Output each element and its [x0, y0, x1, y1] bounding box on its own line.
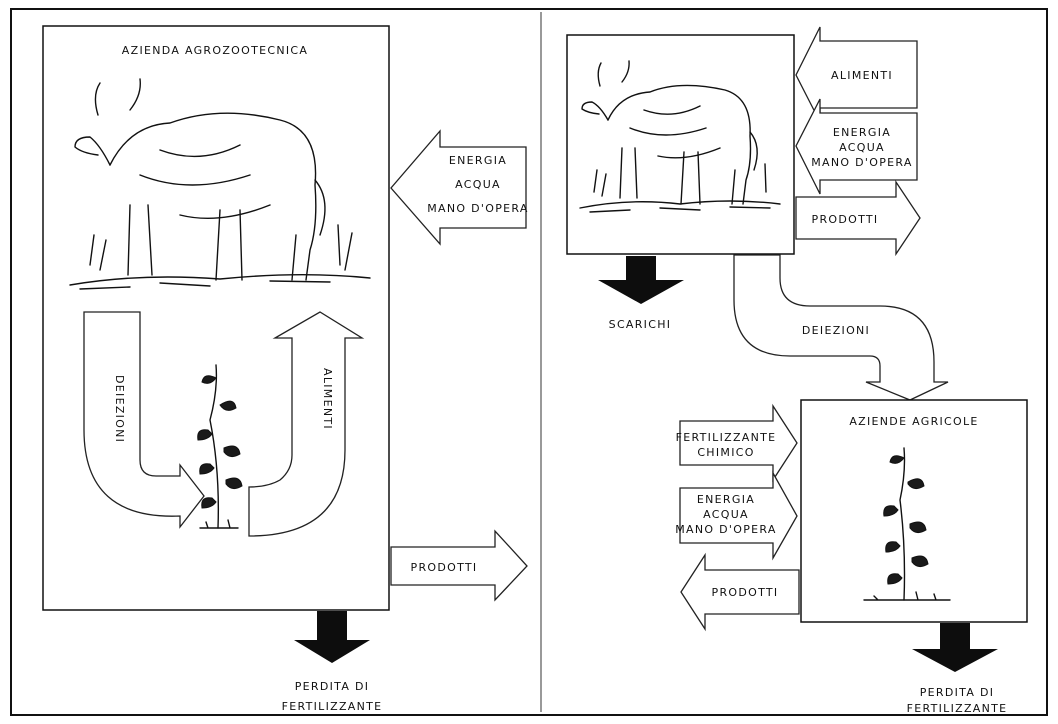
- feed-cycle-arrow: [248, 311, 365, 537]
- left-energy-line-3: MANO D'OPERA: [427, 202, 528, 215]
- left-products-label: PRODOTTI: [411, 561, 478, 574]
- right-energy-input-arrow: [795, 98, 918, 195]
- left-loss-line-2: FERTILIZZANTE: [282, 700, 383, 713]
- fertilizer-line-1: FERTILIZZANTE: [676, 431, 777, 444]
- cow-illustration: [69, 78, 371, 290]
- farm-products-output-arrow: [680, 552, 800, 632]
- right-feed-input-label: ALIMENTI: [831, 69, 893, 82]
- farm-energy-input-arrow: [679, 470, 798, 561]
- left-loss-arrow: [294, 611, 370, 663]
- right-loss-arrow: [912, 623, 998, 672]
- outer-frame: [10, 8, 1048, 716]
- plant-illustration: [863, 447, 951, 601]
- cow-illustration: [579, 60, 781, 213]
- farm-energy-line-1: ENERGIA: [697, 493, 755, 506]
- left-farm-title: AZIENDA AGROZOOTECNICA: [122, 44, 308, 57]
- crop-farm-box: [800, 399, 1028, 623]
- manure-cycle-arrow: [83, 311, 205, 529]
- left-products-output-arrow: [390, 529, 528, 602]
- right-energy-line-3: MANO D'OPERA: [811, 156, 912, 169]
- left-energy-line-1: ENERGIA: [449, 154, 507, 167]
- farm-products-label: PRODOTTI: [712, 586, 779, 599]
- crop-farm-title: AZIENDE AGRICOLE: [849, 415, 978, 428]
- discharge-arrow: [598, 256, 684, 304]
- farm-energy-line-3: MANO D'OPERA: [675, 523, 776, 536]
- fertilizer-line-2: CHIMICO: [697, 446, 754, 459]
- right-loss-line-1: PERDITA DI: [920, 686, 995, 699]
- cycle-label-deiezioni: DEIEZIONI: [113, 375, 126, 443]
- right-products-output-label: PRODOTTI: [812, 213, 879, 226]
- farm-energy-line-2: ACQUA: [703, 508, 749, 521]
- right-livestock-box: [566, 34, 795, 255]
- right-energy-line-1: ENERGIA: [833, 126, 891, 139]
- fertilizer-input-arrow: [679, 403, 798, 483]
- discharge-label: SCARICHI: [609, 318, 672, 331]
- plant-illustration: [197, 364, 243, 529]
- right-loss-line-2: FERTILIZZANTE: [907, 702, 1008, 715]
- cycle-label-alimenti: ALIMENTI: [321, 368, 334, 430]
- left-loss-line-1: PERDITA DI: [295, 680, 370, 693]
- right-feed-input-arrow: [795, 26, 918, 123]
- right-products-output-arrow: [795, 179, 921, 257]
- left-energy-input-arrow: [390, 129, 527, 246]
- manure-transfer-label: DEIEZIONI: [802, 324, 870, 337]
- left-energy-line-2: ACQUA: [455, 178, 501, 191]
- right-energy-line-2: ACQUA: [839, 141, 885, 154]
